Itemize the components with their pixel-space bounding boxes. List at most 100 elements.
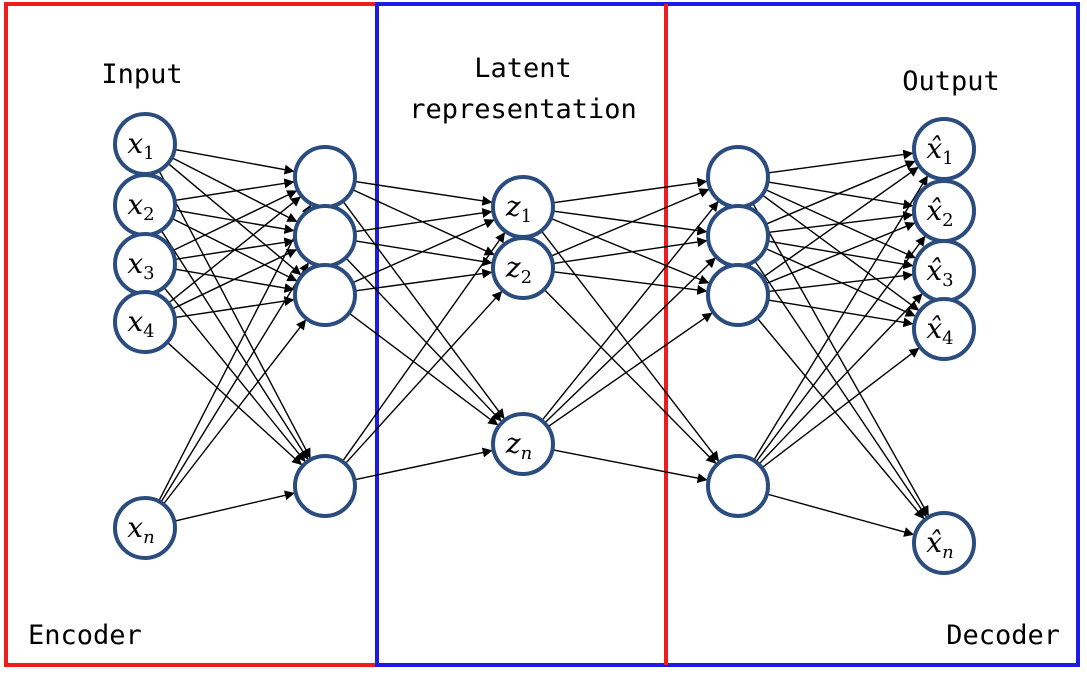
encoder-box [4,2,379,667]
node-label: z1 [505,190,532,227]
node-input-4: x4 [113,290,177,354]
node-input-2: x2 [113,173,177,237]
edge-hidden-encoder-2-to-latent-0 [352,218,495,284]
node-circle [706,454,770,518]
node-latent-1: z1 [491,175,555,239]
node-hidden-decoder-4 [706,454,770,518]
edge-hidden-decoder-3-to-output-0 [753,175,929,461]
edge-input-4-to-hidden-encoder-1 [160,262,310,503]
connections [158,148,930,537]
edge-input-2-to-hidden-encoder-0 [171,189,298,252]
node-label: x̂2 [926,194,953,231]
edge-hidden-decoder-2-to-output-2 [767,270,914,293]
node-label: x̂n [926,526,953,563]
edge-input-3-to-hidden-encoder-3 [166,341,303,466]
edge-latent-2-to-hidden-decoder-3 [552,449,708,484]
edge-input-1-to-hidden-encoder-0 [174,178,295,202]
edge-hidden-decoder-2-to-output-3 [767,299,914,328]
node-label: x̂1 [926,132,953,169]
node-label: z2 [505,251,532,288]
node-circle [912,511,976,575]
edge-hidden-encoder-3-to-latent-1 [344,290,503,465]
edge-input-0-to-hidden-encoder-2 [167,162,302,276]
node-circle [113,496,177,560]
neurons: x1 x2 x3 x4 xn z1 z2 zn x̂1 x̂2 x̂3 x̂4 x̂n [113,112,976,575]
node-circle [912,297,976,361]
node-label: x̂4 [926,312,953,349]
node-output-3: x̂3 [912,239,976,303]
edge-hidden-decoder-3-to-output-4 [766,493,915,537]
edge-hidden-encoder-2-to-latent-2 [348,312,499,426]
node-label: x2 [127,188,154,225]
node-input-1: x1 [113,112,177,176]
edge-hidden-encoder-1-to-latent-2 [345,257,503,423]
node-input-3: x3 [113,232,177,296]
edge-input-3-to-hidden-encoder-2 [174,296,295,319]
edge-hidden-encoder-0-to-latent-1 [351,188,496,256]
edge-hidden-decoder-2-to-output-4 [756,317,925,520]
node-latent-n: zn [491,412,555,476]
node-hidden-decoder-2 [706,204,770,268]
edge-latent-0-to-hidden-decoder-2 [550,217,710,285]
node-hidden-encoder-4 [293,454,357,518]
node-circle [293,145,357,209]
edge-hidden-decoder-3-to-output-1 [755,235,926,463]
edge-input-3-to-hidden-encoder-0 [167,195,302,304]
edge-hidden-decoder-1-to-output-1 [767,210,914,234]
node-hidden-decoder-1 [706,145,770,209]
edge-input-4-to-hidden-encoder-2 [162,319,307,505]
edge-hidden-decoder-2-to-output-1 [765,221,916,285]
output-label: Output [902,66,1000,97]
edge-hidden-decoder-0-to-output-1 [767,181,914,210]
node-hidden-encoder-2 [293,204,357,268]
edge-latent-1-to-hidden-decoder-2 [552,271,708,295]
edge-hidden-encoder-3-to-latent-2 [354,447,493,481]
decoder-box [664,2,1080,667]
edge-input-0-to-hidden-encoder-1 [171,157,298,223]
edge-input-4-to-hidden-encoder-3 [174,490,295,522]
node-circle [491,412,555,476]
node-output-1: x̂1 [912,117,976,181]
node-label: zn [505,427,532,464]
edge-latent-1-to-hidden-decoder-0 [550,188,710,257]
node-hidden-decoder-3 [706,263,770,327]
edge-input-4-to-hidden-encoder-0 [158,204,312,502]
edge-hidden-decoder-3-to-output-2 [758,292,924,465]
node-label: xn [127,511,154,548]
node-circle [293,263,357,327]
edge-input-2-to-hidden-encoder-3 [163,286,307,463]
edge-input-0-to-hidden-encoder-3 [158,170,312,459]
encoder-label: Encoder [28,620,142,651]
edge-input-0-to-hidden-encoder-0 [174,148,295,175]
node-label: x4 [127,305,154,342]
edge-hidden-encoder-3-to-latent-0 [341,231,506,462]
edge-hidden-encoder-0-to-latent-2 [342,200,506,420]
edge-hidden-encoder-0-to-latent-0 [354,180,493,206]
node-circle [491,236,555,300]
edge-latent-2-to-hidden-decoder-0 [541,200,720,422]
edge-hidden-decoder-0-to-output-0 [767,149,914,174]
input-label: Input [101,59,182,90]
node-circle [706,263,770,327]
edge-latent-0-to-hidden-decoder-0 [552,177,708,204]
node-output-2: x̂2 [912,179,976,243]
edge-hidden-decoder-1-to-output-0 [765,160,916,225]
edge-input-3-to-hidden-encoder-1 [171,248,298,310]
edge-input-1-to-hidden-encoder-3 [160,229,309,461]
edge-latent-2-to-hidden-decoder-1 [544,257,717,424]
edge-hidden-decoder-0-to-output-4 [752,202,930,517]
node-hidden-encoder-1 [293,145,357,209]
node-output-4: x̂4 [912,297,976,361]
node-label: x̂3 [926,254,953,291]
edge-hidden-decoder-3-to-output-3 [761,347,920,469]
edge-latent-0-to-hidden-decoder-3 [540,230,720,462]
node-label: x1 [127,127,154,164]
edge-latent-1-to-hidden-decoder-3 [543,288,717,465]
latent-label-line1: Latent [474,53,572,84]
edge-hidden-decoder-2-to-output-0 [762,166,920,279]
edge-latent-1-to-hidden-decoder-1 [552,237,708,265]
edge-latent-2-to-hidden-decoder-2 [547,312,713,428]
node-label: x3 [127,247,154,284]
edge-hidden-encoder-1-to-latent-0 [354,207,493,233]
node-circle [706,145,770,209]
